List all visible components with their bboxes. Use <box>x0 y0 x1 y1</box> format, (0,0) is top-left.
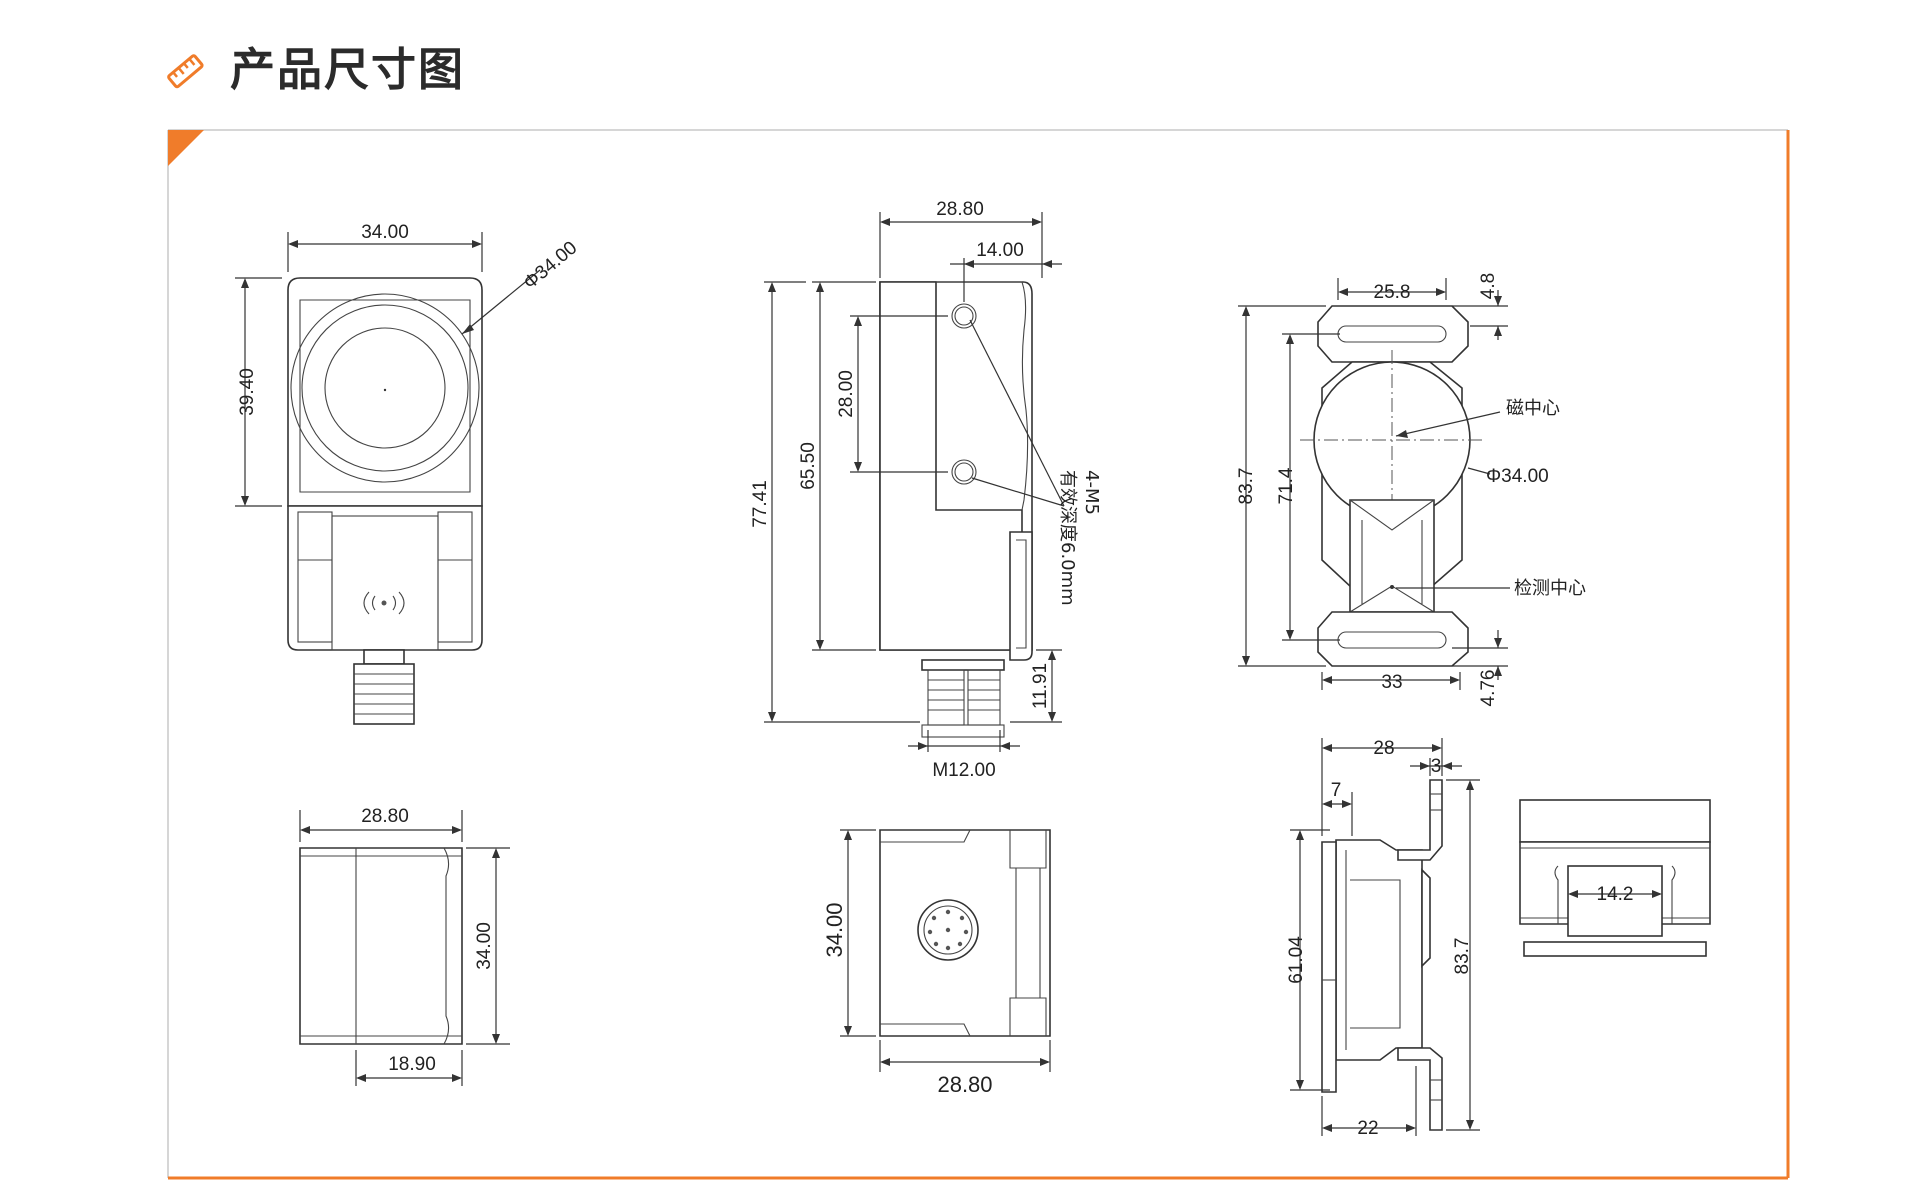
bottom-height-label: 34.00 <box>822 902 847 957</box>
front-width-label: 34.00 <box>361 222 409 243</box>
bracket-bottom-slot-label: 4.76 <box>1478 670 1499 707</box>
bracket-top-view: 14.2 <box>1519 799 1711 957</box>
bracket-slot-height-label: 4.8 <box>1478 273 1499 299</box>
bracket-side-offset-label: 7 <box>1331 780 1342 801</box>
side-hole-offset-label: 14.00 <box>976 240 1024 261</box>
bracket-total-height-label: 83.7 <box>1236 468 1257 505</box>
top-inner-width-label: 18.90 <box>388 1054 436 1075</box>
side-connector-label: 11.91 <box>1030 663 1051 709</box>
bracket-slot-width-label: 25.8 <box>1374 282 1411 303</box>
ruler-icon <box>167 54 204 89</box>
magnet-center-label: 磁中心 <box>1506 398 1560 419</box>
side-total-height-label: 77.41 <box>750 480 771 528</box>
front-diameter-label: Φ34.00 <box>520 237 582 293</box>
bracket-side-view: 28 3 7 61.04 83.7 22 <box>1286 738 1480 1139</box>
corner-accent <box>168 130 204 166</box>
connector-pins <box>927 909 969 951</box>
wireless-icon <box>363 591 405 615</box>
top-view: 28.80 34.00 18.90 <box>299 806 510 1086</box>
bottom-width-label: 28.80 <box>937 1072 992 1097</box>
connector-thread <box>921 669 1005 738</box>
top-width-label: 28.80 <box>361 806 409 827</box>
side-body-height-label: 65.50 <box>798 442 819 490</box>
side-hole-spacing-label: 28.00 <box>836 370 857 418</box>
front-view: 34.00 39.40 Φ34.00 <box>235 222 582 725</box>
detect-center-label: 检测中心 <box>1514 578 1586 599</box>
bracket-side-thickness-label: 3 <box>1431 756 1442 777</box>
top-height-label: 34.00 <box>474 922 495 970</box>
side-width-label: 28.80 <box>936 199 984 220</box>
side-view: 28.80 14.00 28.00 65.50 77.41 11.91 <box>750 199 1102 781</box>
bottom-view: 34.00 28.80 <box>822 829 1051 1097</box>
bracket-slot-spacing-label: 71.4 <box>1276 467 1297 504</box>
page-title: 产品尺寸图 <box>230 43 466 96</box>
front-height-label: 39.40 <box>237 368 258 416</box>
bracket-side-total-height-label: 83.7 <box>1452 938 1473 975</box>
side-hole-note-2: 有效深度6.0mm <box>1057 470 1078 606</box>
bracket-front-view: 25.8 4.8 83.7 71.4 磁中心 Φ34.00 检测中心 33 <box>1236 273 1586 707</box>
drawing-frame <box>167 129 1790 1180</box>
bracket-side-bottom-label: 22 <box>1357 1118 1378 1139</box>
bracket-top-slot-label: 14.2 <box>1597 884 1634 905</box>
bracket-base-width-label: 33 <box>1381 672 1402 693</box>
side-thread-label: M12.00 <box>932 760 995 781</box>
bracket-side-height-label: 61.04 <box>1286 936 1307 984</box>
side-hole-note-1: 4-M5 <box>1081 470 1102 515</box>
bracket-side-width-label: 28 <box>1373 738 1394 759</box>
bracket-diameter-label: Φ34.00 <box>1486 466 1549 487</box>
